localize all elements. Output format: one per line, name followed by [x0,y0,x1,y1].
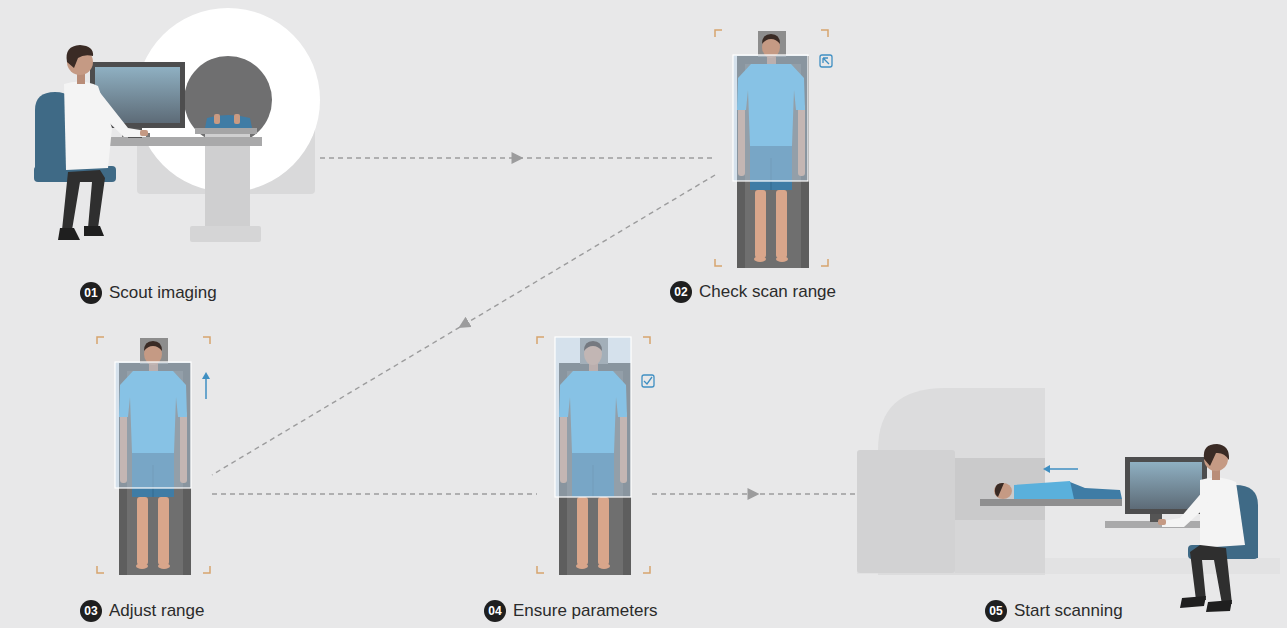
illustration-part [980,499,1122,506]
illustration-part [1190,545,1232,604]
illustration-part [823,58,829,64]
illustration-part [84,226,104,236]
illustration-part [1162,490,1208,527]
illustration-part [67,45,94,68]
illustration-part [1050,468,1078,470]
step-number: 01 [80,282,102,304]
step-caption: 01 Scout imaging [80,282,217,304]
illustration-part [97,337,210,573]
step-label: Check scan range [699,282,836,302]
step-panel: 02Check scan range [715,28,830,268]
illustration-part [1014,482,1122,499]
illustration-part [820,55,832,67]
flow-connector [212,493,537,494]
illustration-part [62,170,105,230]
flow-connector [652,493,855,494]
flow-connector [212,175,715,475]
step-caption: 04 Ensure parameters [484,600,658,622]
illustration-part [995,483,1004,497]
patient-scout-3 [97,337,210,575]
illustration-part [1204,444,1229,466]
illustration-part [644,377,652,384]
illustration-part [715,30,828,266]
illustration-part [195,128,257,134]
illustration-part [1043,465,1050,473]
illustration-part [214,114,220,124]
illustration-part [190,226,261,242]
illustration-part [234,114,240,124]
step-panel: 01Scout imaging [30,5,320,245]
illustration-part [202,372,210,379]
illustration-part [205,115,252,128]
illustration-part [1206,600,1232,612]
illustration-part [1158,519,1166,525]
illustration-part [115,362,191,488]
step-caption: 03 Adjust range [80,600,204,622]
step-number: 02 [670,281,692,303]
illustration-part [642,375,654,387]
illustration-part [955,520,1045,573]
step-label: Adjust range [109,601,204,621]
illustration-part [1180,596,1206,608]
illustration-part [184,56,272,144]
step-label: Scout imaging [109,283,217,303]
patient-scout-2 [715,30,832,268]
step-panel: 05Start scanning [855,385,1280,575]
illustration-part [857,450,955,573]
step-caption: 05 Start scanning [985,600,1123,622]
scanner-room [857,388,1280,612]
step-label: Ensure parameters [513,601,658,621]
illustration-part [64,81,112,170]
illustration-part [95,137,262,146]
illustration-part [537,337,650,573]
flow-connector [320,157,715,158]
step-number: 05 [985,600,1007,622]
illustration-part [205,134,250,228]
step-label: Start scanning [1014,601,1123,621]
step-caption: 02 Check scan range [670,281,836,303]
illustration-part [733,55,808,181]
step-number: 03 [80,600,102,622]
illustration-part [1130,462,1202,509]
illustration-part [555,337,631,497]
illustration-part [1014,481,1074,499]
patient-scout-4 [537,337,654,575]
illustration-part [994,483,1012,499]
illustration-part [1200,477,1245,548]
step-panel: 04Ensure parameters [537,335,652,575]
illustration-part [96,90,146,137]
operator [34,45,148,240]
illustration-part [1105,521,1205,528]
illustration-part [140,130,148,136]
step-number: 04 [484,600,506,622]
illustration-part [58,228,80,240]
operator-desk [90,62,262,146]
step-panel: 03Adjust range [97,335,212,575]
